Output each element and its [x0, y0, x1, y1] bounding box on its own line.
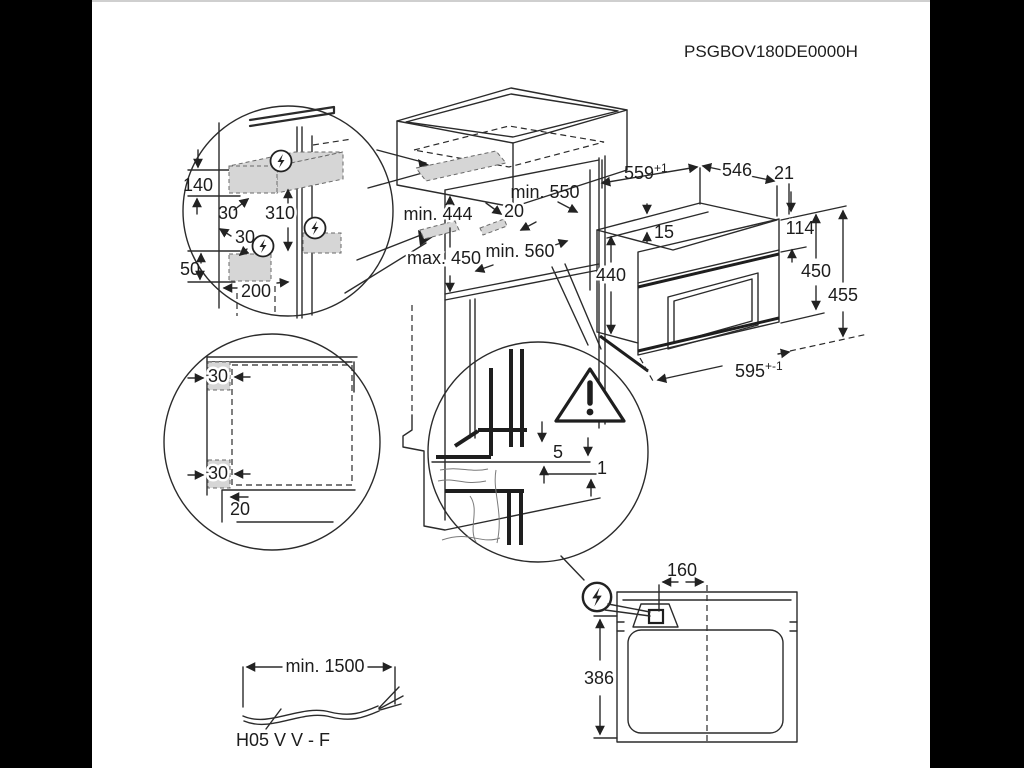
letterbox-left — [0, 0, 92, 768]
dim-30-b-label: 30 — [208, 463, 228, 483]
dim-30-mid-label: 30 — [235, 227, 255, 247]
dim-1-label: 1 — [597, 458, 607, 478]
dim-15-label: 15 — [654, 222, 674, 242]
dim-140-label: 140 — [183, 175, 213, 195]
dim-20-label: 20 — [504, 201, 524, 221]
dim-30-a-label: 30 — [208, 366, 228, 386]
front-edge-detail-circle: 5 1 — [427, 341, 649, 563]
oven-drawing: 559+1 546 21 15 114 440 450 455 595+-1 — [593, 158, 869, 384]
dim-min1500-label: min. 1500 — [285, 656, 364, 676]
dim-440-label: 440 — [596, 265, 626, 285]
cabinet-drawing: min. 550 20 min. 444 max. 450 min. 560 — [396, 87, 628, 531]
dim-min550-label: min. 550 — [510, 182, 579, 202]
dim-559-label: 559+1 — [624, 161, 668, 183]
dim-min560-label: min. 560 — [485, 241, 554, 261]
dim-310-label: 310 — [265, 203, 295, 223]
electrical-connection-icon — [251, 234, 275, 258]
electrical-connection-icon — [581, 581, 613, 613]
dim-455-label: 455 — [828, 285, 858, 305]
top-view-detail-circle: 30 30 20 — [163, 333, 381, 551]
cable-type-label: H05 V V - F — [236, 730, 330, 750]
dim-200-label: 200 — [241, 281, 271, 301]
dim-386-label: 386 — [584, 668, 614, 688]
dim-min444-label: min. 444 — [403, 204, 472, 224]
dim-5-label: 5 — [553, 442, 563, 462]
dim-114-label: 114 — [786, 218, 815, 238]
rear-view-drawing: 160 386 — [560, 555, 798, 743]
dim-20-setback-label: 20 — [230, 499, 250, 519]
dim-450-label: 450 — [801, 261, 831, 281]
dim-max450-label: max. 450 — [407, 248, 481, 268]
model-code: PSGBOV180DE0000H — [684, 42, 858, 61]
warning-icon — [554, 367, 626, 423]
dim-546-label: 546 — [722, 160, 752, 180]
side-view-detail-circle: 140 30 310 30 50 200 — [180, 105, 433, 319]
electrical-connection-icon — [303, 216, 327, 240]
dim-50-label: 50 — [180, 259, 200, 279]
dim-160-label: 160 — [667, 560, 697, 580]
dim-21-label: 21 — [774, 163, 794, 183]
electrical-connection-icon — [269, 149, 293, 173]
letterbox-right — [930, 0, 1024, 768]
top-hairline — [92, 0, 930, 2]
dim-595-label: 595+-1 — [735, 359, 783, 381]
dim-30-top-label: 30 — [218, 203, 238, 223]
power-cable-drawing: min. 1500 H05 V V - F — [236, 656, 404, 750]
